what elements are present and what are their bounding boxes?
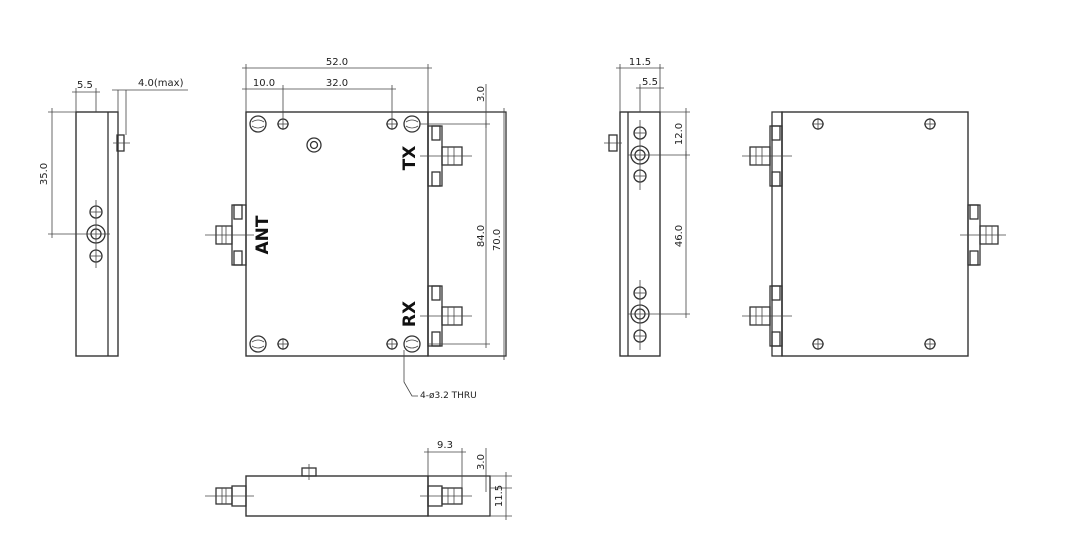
bottom-view: 9.3 3.0 11.5	[205, 440, 512, 520]
rear-tx-connector-icon	[742, 125, 792, 187]
dim-hole-spacing: 32.0	[326, 78, 348, 89]
ant-connector-icon	[205, 204, 254, 266]
dim-height: 70.0	[492, 229, 503, 251]
rx-label: RX	[400, 301, 420, 327]
right-side-view: 11.5 5.5 12.0 46.0	[604, 57, 690, 357]
rear-ant-connector-icon	[960, 204, 1006, 266]
tx-label: TX	[400, 146, 420, 171]
dim-side-width-top: 5.5	[77, 80, 93, 91]
dim-max-protrusion: 4.0(max)	[138, 78, 184, 89]
dim-tx-to-rx: 46.0	[674, 225, 685, 247]
side-port-icon	[84, 200, 110, 268]
front-view: TX RX ANT 52.0 10.0 32.0 3.0 84.0 70.0 4…	[205, 57, 507, 401]
rear-rx-connector-icon	[742, 285, 792, 347]
adjust-screw-icon	[306, 137, 322, 153]
bottom-port-connector-icon	[420, 485, 472, 507]
bottom-ant-connector-icon	[205, 485, 254, 507]
dim-hole-offset: 10.0	[253, 78, 275, 89]
dim-top-offset: 3.0	[476, 86, 487, 102]
dim-overall-depth: 11.5	[629, 57, 651, 68]
tx-connector-icon	[420, 125, 472, 187]
dim-connector-offset: 9.3	[437, 440, 453, 451]
rx-connector-icon	[420, 285, 472, 347]
dim-bottom-depth: 11.5	[494, 485, 505, 507]
dim-top-to-tx: 12.0	[674, 123, 685, 145]
rear-hole-icon	[812, 118, 936, 350]
dim-port-spacing: 84.0	[476, 225, 487, 247]
dim-bottom-top-offset: 3.0	[476, 454, 487, 470]
hole-note: 4-ø3.2 THRU	[420, 391, 477, 401]
dim-overall-width: 52.0	[326, 57, 348, 68]
tx-side-port-icon	[628, 120, 690, 190]
dim-side-offset: 5.5	[642, 77, 658, 88]
mounting-hole-icon	[249, 115, 421, 353]
dim-height-to-port: 35.0	[39, 163, 50, 185]
rear-view	[742, 111, 1006, 357]
left-side-view: 5.5 4.0(max) 35.0	[39, 78, 188, 357]
rx-side-port-icon	[628, 280, 690, 350]
ant-label: ANT	[253, 215, 273, 254]
